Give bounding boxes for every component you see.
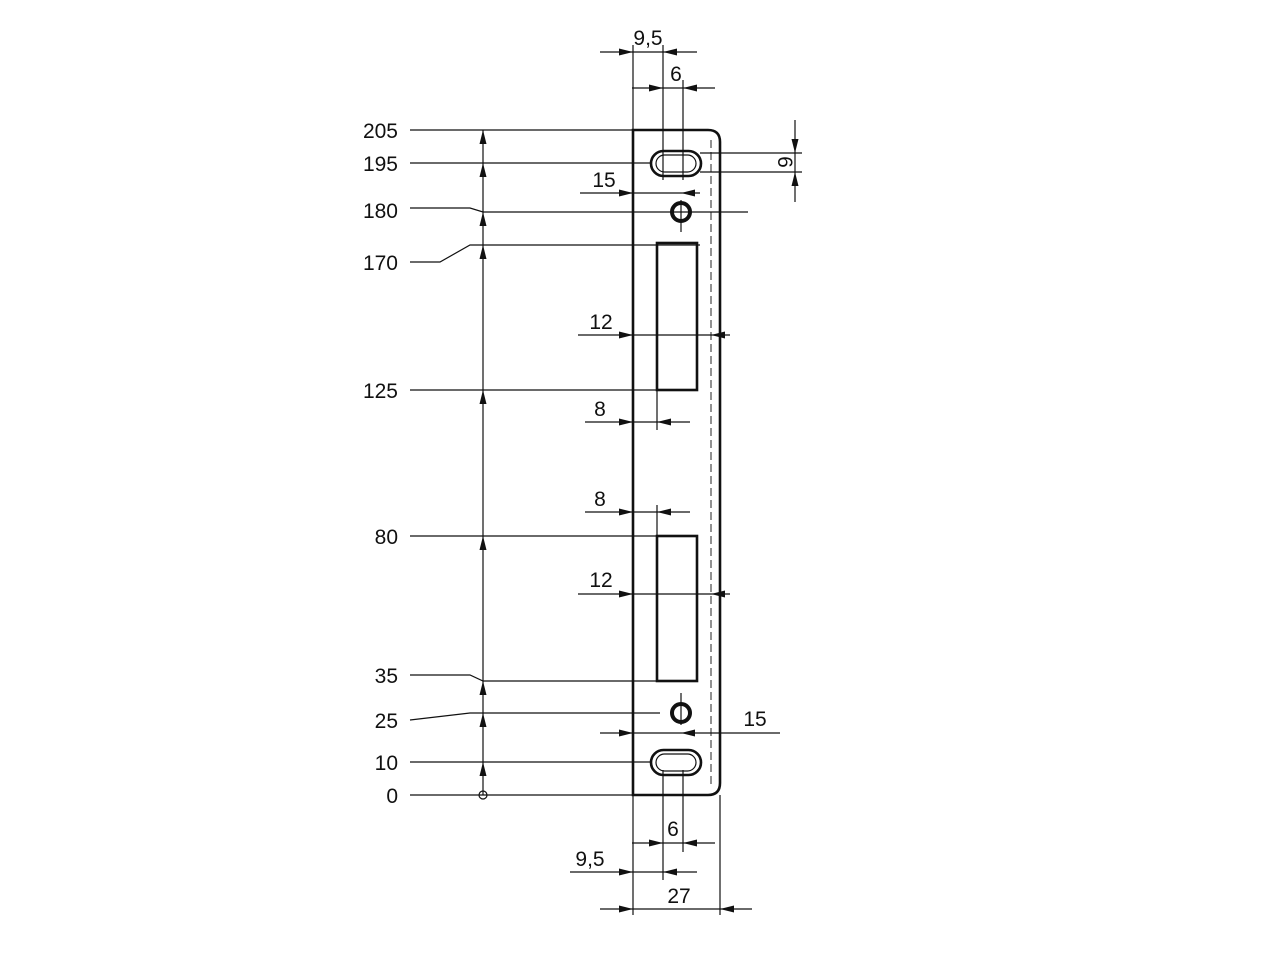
arrowhead	[479, 390, 487, 404]
arrowhead	[791, 139, 799, 153]
label-180: 180	[363, 200, 398, 223]
dim-bottom-slot-offset: 9,5	[575, 848, 604, 871]
arrowhead	[479, 163, 487, 177]
top-hole	[590, 200, 748, 232]
dim-top-hole-offset: 15	[592, 169, 615, 192]
dim-upper-cutout-width: 12	[589, 311, 612, 334]
dim-bottom-hole-offset: 15	[743, 708, 766, 731]
label-205: 205	[363, 120, 398, 143]
arrowhead	[681, 189, 695, 197]
dim-upper-cutout-offset: 8	[594, 398, 606, 421]
label-125: 125	[363, 380, 398, 403]
label-170: 170	[363, 252, 398, 275]
arrowhead	[479, 713, 487, 727]
arrowhead	[479, 245, 487, 259]
dim-lower-cutout-width: 12	[589, 569, 612, 592]
arrowhead	[649, 84, 663, 92]
arrowhead	[479, 130, 487, 144]
top-slot	[649, 149, 703, 178]
arrowhead	[619, 418, 633, 426]
arrowhead	[619, 508, 633, 516]
arrowhead	[711, 590, 725, 598]
arrowhead	[649, 839, 663, 847]
arrowhead	[720, 905, 734, 913]
dimension-labels: 9,5 6 6 15 12 8 8 12 15 6 9,5 27	[575, 27, 796, 908]
dimension-arrows	[479, 48, 799, 913]
arrowhead	[619, 48, 633, 56]
arrowhead	[619, 331, 633, 339]
label-25: 25	[375, 710, 398, 733]
arrowhead	[619, 189, 633, 197]
label-0: 0	[386, 785, 398, 808]
arrowhead	[479, 536, 487, 550]
arrowhead	[663, 868, 677, 876]
arrowhead	[619, 590, 633, 598]
arrowhead	[619, 905, 633, 913]
label-80: 80	[375, 526, 398, 549]
label-35: 35	[375, 665, 398, 688]
label-195: 195	[363, 153, 398, 176]
arrowhead	[683, 839, 697, 847]
dim-top-slot-width: 6	[670, 63, 682, 86]
arrowhead	[479, 762, 487, 776]
dim-slot-height: 6	[773, 156, 796, 168]
lower-cutout	[655, 534, 699, 683]
arrowhead	[657, 418, 671, 426]
arrowhead	[711, 331, 725, 339]
leader-lines	[409, 129, 700, 796]
arrowhead	[663, 48, 677, 56]
bottom-slot	[649, 748, 703, 777]
origin-marker	[478, 790, 488, 800]
arrowhead	[619, 868, 633, 876]
height-labels: 205 195 180 170 125 80 35 25 10 0	[363, 120, 398, 808]
arrowhead	[657, 508, 671, 516]
dim-overall-width: 27	[667, 885, 690, 908]
plate-outline	[631, 128, 722, 797]
arrowhead	[479, 681, 487, 695]
arrowhead	[791, 172, 799, 186]
bottom-hole	[670, 693, 692, 725]
arrowhead	[479, 212, 487, 226]
label-10: 10	[375, 752, 398, 775]
upper-cutout	[655, 241, 699, 392]
dim-lower-cutout-offset: 8	[594, 488, 606, 511]
arrowhead	[619, 729, 633, 737]
arrowhead	[681, 729, 695, 737]
dim-top-slot-offset: 9,5	[633, 27, 662, 50]
dim-bottom-slot-width: 6	[667, 818, 679, 841]
arrowhead	[683, 84, 697, 92]
